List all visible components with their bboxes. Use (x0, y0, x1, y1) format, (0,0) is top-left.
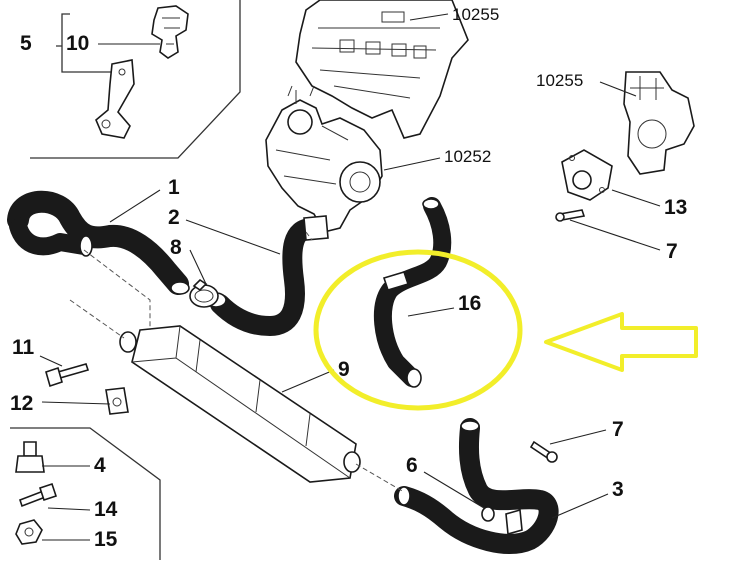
nut-part-12 (105, 387, 129, 415)
turbocharger (265, 85, 383, 233)
leader-lines (39, 13, 661, 541)
callout-10: 10 (66, 32, 89, 55)
hose-part-2 (205, 215, 329, 336)
intercooler-part-9 (119, 325, 361, 483)
callout-11: 11 (12, 336, 35, 359)
intake-manifold (295, 0, 469, 139)
callout-4: 4 (94, 454, 106, 477)
callout-16: 16 (458, 292, 481, 315)
callout-14: 14 (94, 498, 118, 521)
callout-13: 13 (664, 196, 687, 219)
dashed-guides (69, 231, 405, 493)
fitting-part-4 (15, 441, 45, 473)
hose-part-16 (373, 197, 452, 388)
bolt-part-11 (45, 363, 90, 388)
callout-15: 15 (94, 528, 118, 551)
callout-9: 9 (338, 358, 350, 381)
callout-2: 2 (168, 206, 180, 229)
reference-10255-throttle: 10255 (536, 71, 583, 90)
bolt-part-14 (18, 482, 58, 508)
reference-10252-turbo: 10252 (444, 147, 491, 166)
clamp-part-8 (189, 278, 219, 308)
callout-3: 3 (612, 478, 624, 501)
callout-7-lower: 7 (612, 418, 624, 441)
callout-6: 6 (406, 454, 418, 477)
bolt-part-7-upper (555, 209, 586, 222)
flange-part-13 (561, 149, 613, 201)
bottom-left-inset-frame (10, 427, 161, 560)
throttle-body (623, 71, 695, 175)
reference-10255-manifold: 10255 (452, 5, 499, 24)
callout-12: 12 (10, 392, 33, 415)
callout-7-upper: 7 (666, 240, 678, 263)
hose-part-1 (7, 190, 190, 295)
nut-part-15 (15, 519, 43, 545)
bolt-part-7-lower (529, 440, 558, 463)
sleeve-part-6 (481, 506, 495, 522)
clip-part-10 (151, 5, 189, 59)
highlight-ellipse (313, 249, 523, 411)
bracket-part-5 (95, 59, 135, 139)
hose-part-3 (394, 418, 559, 554)
top-left-inset-frame (30, 0, 241, 159)
callout-5: 5 (20, 32, 32, 55)
callout-8: 8 (170, 236, 182, 259)
pointing-arrow (544, 312, 698, 372)
callout-1: 1 (168, 176, 180, 199)
